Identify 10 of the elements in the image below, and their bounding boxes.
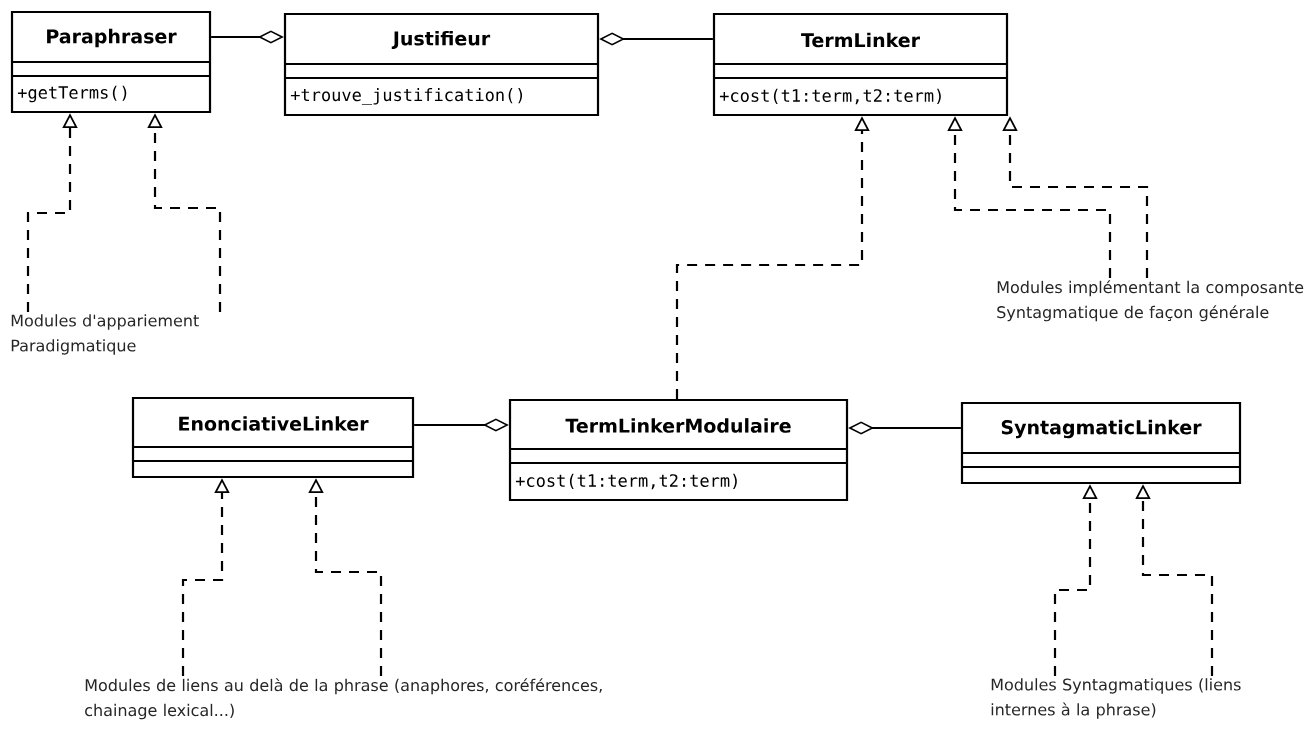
note-text: Modules de liens au delà de la phrase (anaphores, coréférences, chainage lexical...)	[85, 678, 602, 720]
note-text: Modules implémentant la composante Syntagmatique de façon générale	[997, 280, 1304, 322]
note-text: Modules d'appariement Paradigmatique	[11, 314, 199, 355]
note-text: Modules Syntagmatiques (liens internes à la phrase)	[991, 678, 1241, 719]
class-box: TermLinkerModulaire +cost(t1:term,t2:term)	[508, 398, 849, 502]
class-box: Justifieur +trouve_justification()	[283, 12, 600, 117]
class-box: Paraphraser +getTerms()	[10, 10, 212, 114]
class-box: SyntagmaticLinker	[960, 401, 1242, 485]
class-box: EnonciativeLinker	[131, 396, 415, 479]
class-box: TermLinker +cost(t1:term,t2:term)	[712, 12, 1009, 117]
